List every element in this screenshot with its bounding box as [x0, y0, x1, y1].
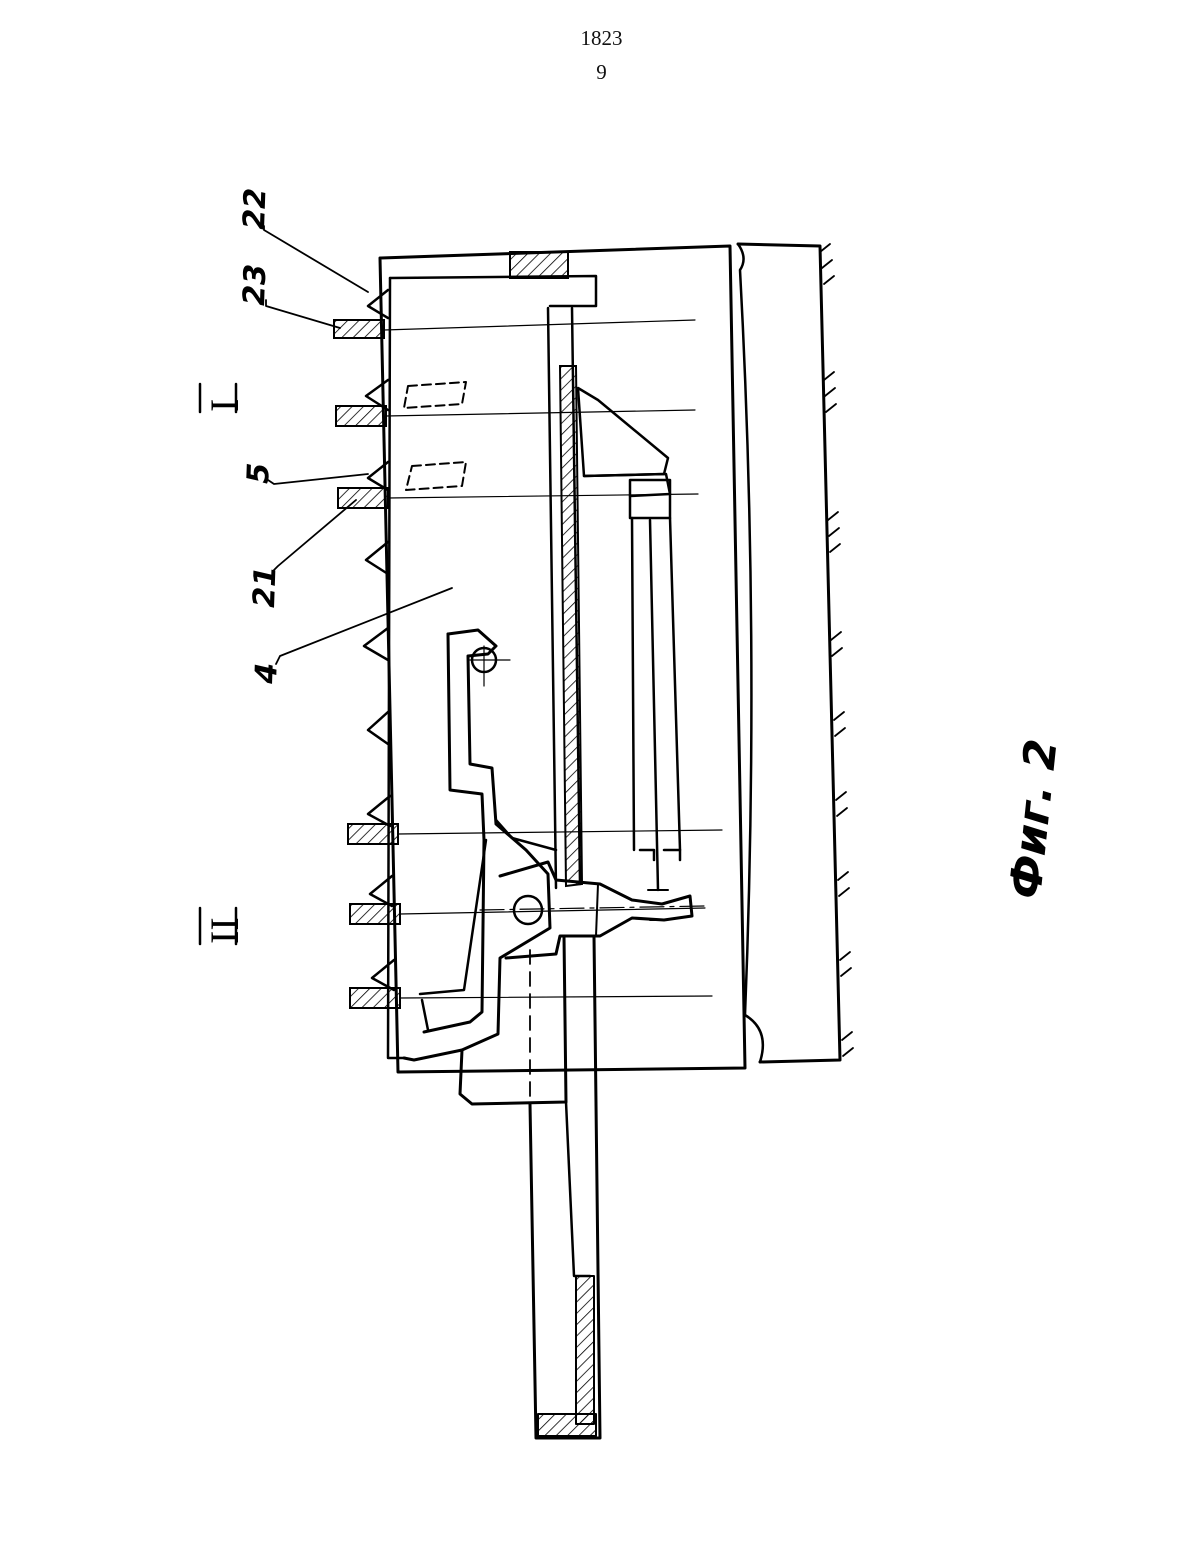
numeral-23: 23	[237, 263, 273, 306]
section-mark-2: II	[202, 917, 247, 944]
numeral-4: 4	[249, 662, 285, 685]
dashed-markers	[404, 382, 466, 490]
numeral-21: 21	[247, 565, 283, 608]
guide-rail	[548, 308, 582, 888]
cylinder-assembly	[578, 388, 680, 890]
base-slab	[738, 244, 853, 1062]
section-mark-1: I	[202, 399, 247, 412]
numeral-22: 22	[237, 187, 273, 230]
reference-numerals: 22 23 5 21 4	[237, 187, 285, 685]
figure-caption: Фиг. 2	[1000, 737, 1067, 902]
section-marks: I II	[200, 384, 247, 944]
numeral-5: 5	[241, 462, 277, 484]
leader-lines	[264, 226, 452, 664]
lever-arm	[404, 630, 556, 1060]
